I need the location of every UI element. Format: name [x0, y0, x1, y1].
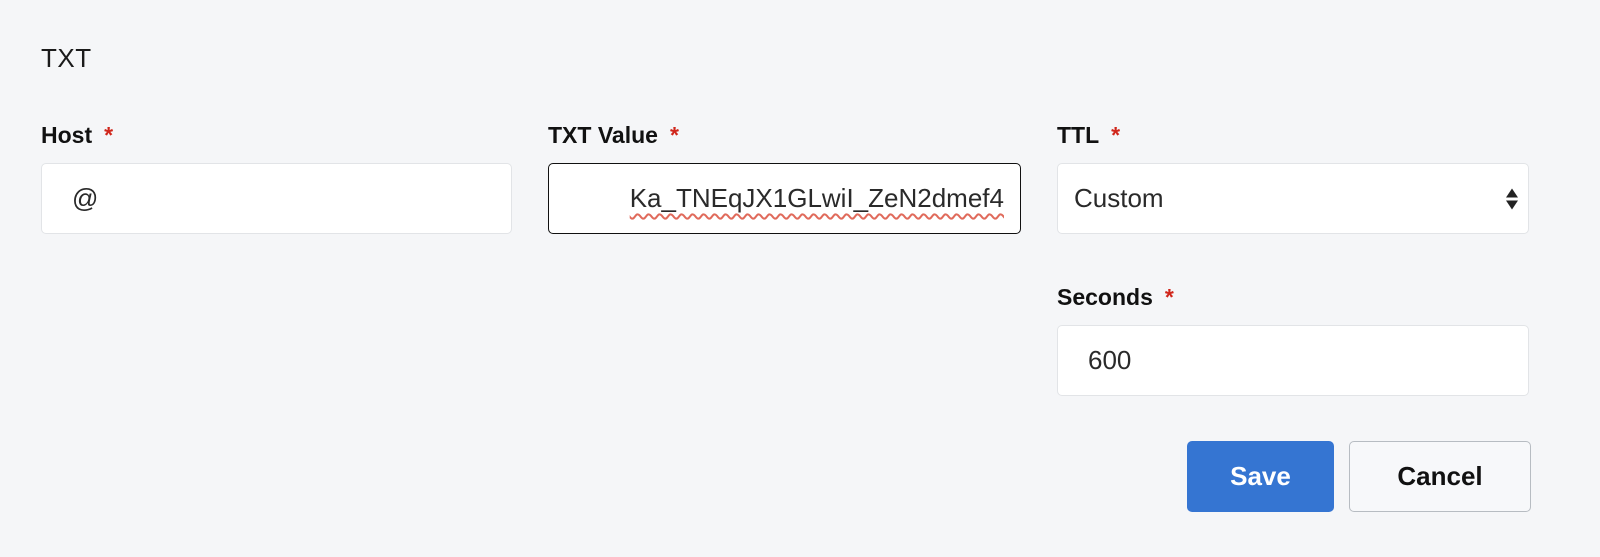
select-arrows-icon — [1506, 188, 1518, 209]
ttl-label: TTL * — [1057, 122, 1120, 149]
seconds-label: Seconds * — [1057, 284, 1174, 311]
ttl-select[interactable]: Custom — [1057, 163, 1529, 234]
seconds-required-mark: * — [1164, 284, 1174, 310]
seconds-label-text: Seconds — [1057, 284, 1153, 310]
host-value: @ — [72, 183, 99, 213]
ttl-required-mark: * — [1111, 122, 1121, 148]
ttl-label-text: TTL — [1057, 122, 1100, 148]
txt-value-input[interactable]: Ka_TNEqJX1GLwiI_ZeN2dmef4 — [548, 163, 1021, 234]
seconds-value: 600 — [1088, 345, 1132, 375]
record-type-title: TXT — [41, 43, 92, 73]
host-input[interactable]: @ — [41, 163, 512, 234]
txt-value-text: Ka_TNEqJX1GLwiI_ZeN2dmef4 — [629, 183, 1004, 213]
save-button[interactable]: Save — [1187, 441, 1334, 512]
txt-value-required-mark: * — [669, 122, 679, 148]
txt-value-label: TXT Value * — [548, 122, 679, 149]
seconds-input[interactable]: 600 — [1057, 325, 1529, 396]
host-label: Host * — [41, 122, 113, 149]
ttl-selected-value: Custom — [1074, 183, 1164, 213]
txt-value-label-text: TXT Value — [548, 122, 658, 148]
host-label-text: Host — [41, 122, 93, 148]
cancel-button[interactable]: Cancel — [1349, 441, 1531, 512]
host-required-mark: * — [104, 122, 114, 148]
